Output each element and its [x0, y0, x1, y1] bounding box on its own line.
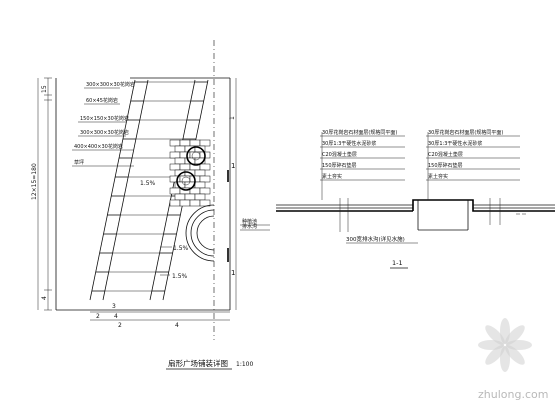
callout-label: 150×150×30花岗岩	[80, 115, 129, 122]
dim-left-1: 15	[41, 85, 48, 93]
layer-label: 150厚碎石垫层	[322, 162, 357, 169]
brick	[194, 193, 206, 201]
watermark-site: zhulong.com	[478, 388, 548, 401]
callout-label: 400×400×30花岗岩	[74, 143, 123, 150]
semicircle-planter	[185, 204, 215, 262]
brick	[174, 157, 186, 165]
brick	[179, 163, 191, 171]
callout-label: 排水沟	[242, 223, 257, 230]
brick	[189, 139, 201, 147]
slope-labels: 1.5% 1.5% 1.5%	[140, 180, 189, 280]
section-mark-bottom: 1	[231, 269, 235, 277]
layer-label: C20混凝土垫层	[322, 151, 357, 158]
watermark-logo-icon	[478, 318, 532, 372]
brick	[199, 139, 211, 147]
watermark-petal	[505, 325, 525, 345]
brick	[169, 139, 181, 147]
dim-bottom-5: 4	[175, 322, 179, 329]
section-bottom-note-group: 300宽排水沟(详见水施) 1-1	[346, 235, 418, 269]
plan-callouts: 300×300×30花岗岩 60×45花岗岩 150×150×30花岗岩 300×30…	[72, 81, 270, 231]
layer-label: 素土夯实	[322, 173, 342, 180]
brick	[174, 193, 186, 201]
paving-grid	[89, 79, 209, 301]
round-planter-lower	[176, 171, 196, 191]
layer-label: 素土夯实	[428, 173, 448, 180]
slope-label-2: 1.5%	[173, 245, 189, 252]
layer-label: 150厚碎石垫层	[428, 162, 463, 169]
brick	[199, 175, 211, 183]
watermark-petal	[485, 345, 505, 365]
brick	[179, 199, 191, 207]
right-dimension: 1	[229, 78, 237, 310]
brick	[184, 193, 196, 201]
layer-label: 30厚1:3干硬性水泥砂浆	[428, 140, 482, 147]
dim-bottom-4: 2	[118, 322, 122, 329]
brick	[174, 145, 186, 153]
callout-label: 种植池	[242, 218, 257, 225]
brick	[169, 151, 181, 159]
slope-label-1: 1.5%	[140, 180, 156, 187]
dim-left-total: 12×15=180	[31, 163, 38, 200]
dim-bottom-1: 3	[112, 303, 116, 310]
callout-label: 草坪	[74, 159, 84, 166]
callout-label: 300×300×30花岗岩	[80, 129, 129, 136]
section-detail	[276, 198, 555, 232]
layer-label: 30厚花岗岩石材面层(规格同平面)	[322, 129, 397, 136]
watermark-petal	[505, 345, 525, 365]
layer-label: 30厚1:3干硬性水泥砂浆	[322, 140, 376, 147]
brick	[189, 199, 201, 207]
brick	[169, 187, 181, 195]
callout-label: 300×300×30花岗岩	[86, 81, 135, 88]
brick	[179, 139, 191, 147]
section-cut-marker: 1 1	[227, 162, 235, 277]
watermark-petal	[485, 325, 505, 345]
brick	[169, 163, 181, 171]
dim-bottom-3: 4	[114, 313, 118, 320]
slope-label-3: 1.5%	[172, 273, 188, 280]
callout-label: 60×45花岗岩	[86, 97, 118, 104]
plan-title-block: 扇形广场铺装详图 1:100	[166, 358, 253, 370]
section-bottom-note: 300宽排水沟(详见水施)	[346, 235, 405, 243]
plan-title: 扇形广场铺装详图	[168, 358, 228, 368]
layer-label: C20混凝土垫层	[428, 151, 463, 158]
bottom-dimension-chain: 3 2 4 2 4	[90, 303, 230, 329]
watermark: zhulong.com	[478, 318, 548, 401]
brick	[194, 169, 206, 177]
round-planter-upper	[186, 146, 206, 166]
section-label: 1-1	[392, 259, 403, 267]
brick	[169, 199, 181, 207]
section-layer-notes: 30厚花岗岩石材面层(规格同平面) 30厚1:3干硬性水泥砂浆 C20混凝土垫层 15…	[320, 129, 520, 200]
plaza-boundary	[55, 77, 231, 311]
dim-bottom-2: 2	[96, 313, 100, 320]
dim-left-bottom: 4	[41, 296, 48, 300]
plan-scale: 1:100	[236, 361, 253, 368]
brick	[194, 181, 206, 189]
brick	[199, 187, 211, 195]
section-mark-top: 1	[231, 162, 235, 170]
brick	[179, 151, 191, 159]
left-dimension-chain: 15 12×15=180 4	[31, 77, 52, 311]
brick	[199, 163, 211, 171]
layer-label: 30厚花岗岩石材面层(规格同平面)	[428, 129, 503, 136]
dim-right-1: 1	[229, 116, 236, 120]
